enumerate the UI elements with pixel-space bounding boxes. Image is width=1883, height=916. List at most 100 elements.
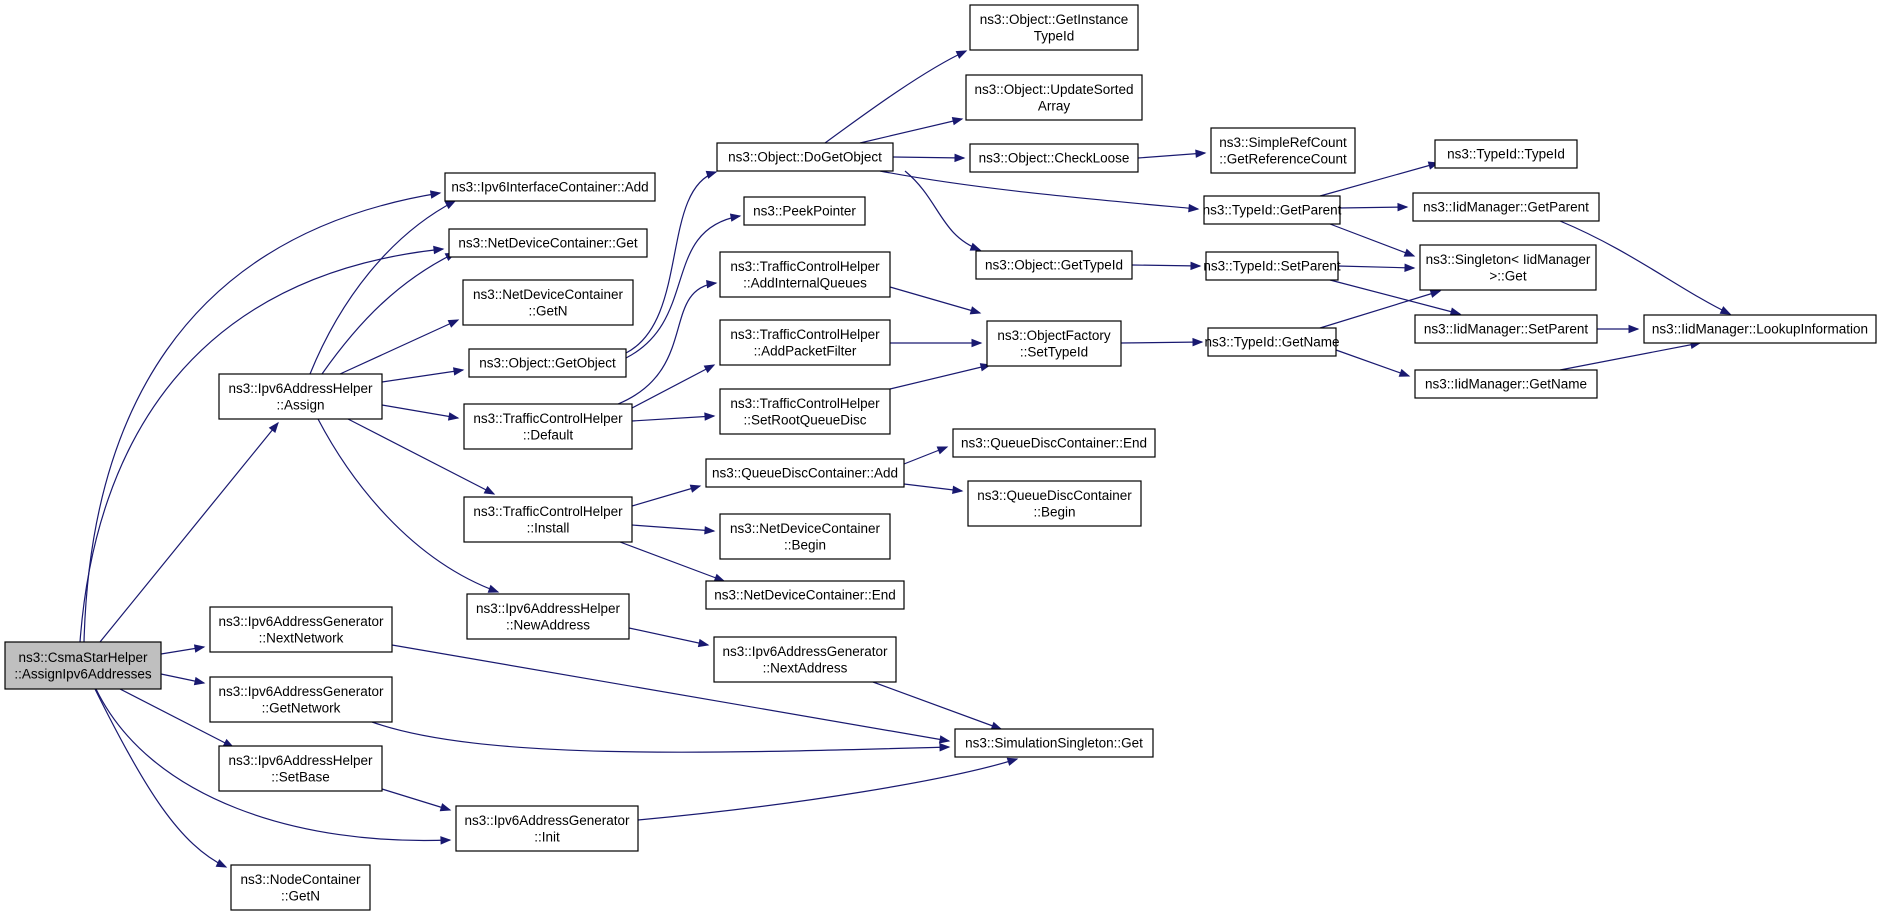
node-ipv6ic-add[interactable]: ns3::Ipv6InterfaceContainer::Add — [444, 172, 656, 202]
edge-line — [309, 200, 456, 375]
node-tch-default[interactable]: ns3::TrafficControlHelper::Default — [463, 403, 633, 450]
node-tid-getparent[interactable]: ns3::TypeId::GetParent — [1203, 195, 1342, 225]
node-label-line: ns3::IidManager::GetParent — [1423, 200, 1589, 215]
edge-tch_default-to-tch_setroot — [631, 412, 716, 422]
node-box — [230, 864, 371, 911]
node-box — [716, 142, 894, 172]
edge-root-to-ipv6ic_add — [83, 190, 442, 643]
node-ndc-getn[interactable]: ns3::NetDeviceContainer::GetN — [462, 279, 634, 326]
node-label-line: ns3::SimpleRefCount — [1219, 135, 1347, 150]
node-ndc-get[interactable]: ns3::NetDeviceContainer::Get — [448, 228, 648, 258]
edge-root-to-ipv6ah_assign — [99, 421, 279, 643]
edge-line — [631, 415, 715, 422]
node-qdc-end[interactable]: ns3::QueueDiscContainer::End — [952, 428, 1156, 458]
edge-arrowhead — [439, 803, 452, 812]
node-simsingleton-get[interactable]: ns3::SimulationSingleton::Get — [954, 728, 1154, 758]
node-box — [466, 593, 630, 640]
edge-arrowhead — [704, 526, 716, 535]
edge-ipv6ah_assign-to-ndc_getn — [339, 319, 460, 375]
edge-tid_getname-to-iid_getname — [1335, 349, 1411, 377]
node-label-line: ns3::SimulationSingleton::Get — [965, 736, 1143, 751]
node-box — [719, 513, 891, 560]
edge-arrowhead — [452, 367, 465, 376]
edge-line — [119, 688, 234, 748]
node-ipv6ah-newaddr[interactable]: ns3::Ipv6AddressHelper::NewAddress — [466, 593, 630, 640]
node-ndc-begin[interactable]: ns3::NetDeviceContainer::Begin — [719, 513, 891, 560]
node-ipv6ag-nextaddr[interactable]: ns3::Ipv6AddressGenerator::NextAddress — [713, 636, 897, 683]
edge-arrowhead — [936, 446, 949, 455]
node-singleton-get[interactable]: ns3::Singleton< IidManager>::Get — [1419, 244, 1597, 291]
edge-ipv6ah_assign-to-ipv6ic_add — [309, 200, 457, 375]
edge-ipv6ah_setbase-to-ipv6ag_init — [381, 788, 452, 812]
edge-obj_gettypeid-to-tid_setparent — [1131, 261, 1202, 271]
node-iid-lookup[interactable]: ns3::IidManager::LookupInformation — [1643, 314, 1877, 344]
node-ipv6ag-nextnet[interactable]: ns3::Ipv6AddressGenerator::NextNetwork — [209, 606, 393, 653]
node-tid-setparent[interactable]: ns3::TypeId::SetParent — [1203, 251, 1341, 281]
node-label-line: ::Assign — [276, 397, 324, 412]
edge-line — [1329, 223, 1415, 257]
node-qdc-begin[interactable]: ns3::QueueDiscContainer::Begin — [967, 480, 1142, 527]
edge-line — [625, 215, 741, 359]
node-label-line: ns3::IidManager::SetParent — [1424, 322, 1589, 337]
node-obj-gettypeid[interactable]: ns3::Object::GetTypeId — [975, 250, 1133, 280]
node-box — [1210, 127, 1356, 174]
node-label-line: ::NextNetwork — [259, 630, 344, 645]
node-tch-setroot[interactable]: ns3::TrafficControlHelper::SetRootQueueD… — [719, 388, 891, 435]
node-iid-getname[interactable]: ns3::IidManager::GetName — [1414, 369, 1598, 399]
node-label-line: ns3::NetDeviceContainer::End — [714, 588, 896, 603]
node-iid-setparent[interactable]: ns3::IidManager::SetParent — [1414, 314, 1598, 344]
edge-line — [859, 118, 963, 144]
node-tch-addinq[interactable]: ns3::TrafficControlHelper::AddInternalQu… — [719, 251, 891, 298]
edge-line — [1329, 279, 1461, 315]
edge-tch_addinq-to-objfact_settid — [889, 286, 982, 315]
node-ipv6ag-getnet[interactable]: ns3::Ipv6AddressGenerator::GetNetwork — [209, 676, 393, 723]
node-nc-getn[interactable]: ns3::NodeContainer::GetN — [230, 864, 371, 911]
node-ipv6ag-init[interactable]: ns3::Ipv6AddressGenerator::Init — [455, 805, 639, 852]
edge-obj_getobject-to-peekpointer — [625, 213, 742, 359]
edge-line — [371, 721, 950, 753]
node-srefcount[interactable]: ns3::SimpleRefCount::GetReferenceCount — [1210, 127, 1356, 174]
node-box — [719, 388, 891, 435]
edge-line — [904, 170, 981, 251]
node-label-line: ns3::Ipv6AddressHelper — [228, 381, 373, 396]
edge-line — [94, 688, 227, 868]
node-obj-getobject[interactable]: ns3::Object::GetObject — [468, 348, 627, 378]
edge-root-to-ipv6ag_init — [95, 688, 452, 845]
node-tid-typeid[interactable]: ns3::TypeId::TypeId — [1434, 139, 1578, 169]
edge-arrowhead — [268, 421, 279, 434]
node-label-line: ns3::Ipv6AddressGenerator — [722, 644, 888, 659]
edge-obj_checkloose-to-srefcount — [1137, 149, 1207, 159]
node-label-line: ::GetReferenceCount — [1219, 151, 1347, 166]
node-ndc-end[interactable]: ns3::NetDeviceContainer::End — [705, 580, 905, 610]
node-label-line: ns3::TypeId::TypeId — [1447, 147, 1565, 162]
node-ipv6ah-assign[interactable]: ns3::Ipv6AddressHelper::Assign — [218, 373, 383, 420]
node-label-line: TypeId — [1034, 28, 1075, 43]
edge-obj_dogetobject-to-obj_gettypeid — [904, 170, 982, 251]
edge-arrowhead — [1190, 261, 1202, 271]
edge-line — [1335, 349, 1410, 377]
node-obj-checkloose[interactable]: ns3::Object::CheckLoose — [969, 143, 1139, 173]
node-iid-getparent[interactable]: ns3::IidManager::GetParent — [1412, 192, 1600, 222]
node-box — [952, 428, 1156, 458]
edge-arrowhead — [954, 153, 966, 163]
node-ipv6ah-setbase[interactable]: ns3::Ipv6AddressHelper::SetBase — [218, 745, 383, 792]
edge-tch_setroot-to-objfact_settid — [889, 363, 992, 390]
node-objfact-settid[interactable]: ns3::ObjectFactory::SetTypeId — [986, 320, 1122, 367]
edge-qdc_add-to-qdc_begin — [903, 483, 964, 495]
edge-arrowhead — [703, 364, 716, 374]
node-root: ns3::CsmaStarHelper::AssignIpv6Addresses — [4, 641, 162, 690]
edge-ipv6ag_nextnet-to-simsingleton_get — [391, 644, 951, 744]
edge-iid_setparent-to-iid_lookup — [1597, 324, 1640, 334]
edge-line — [99, 422, 279, 643]
node-label-line: ns3::TrafficControlHelper — [473, 411, 623, 426]
node-obj-dogetobject[interactable]: ns3::Object::DoGetObject — [716, 142, 894, 172]
node-tid-getname[interactable]: ns3::TypeId::GetName — [1204, 327, 1340, 357]
edge-line — [381, 788, 451, 811]
node-box — [448, 228, 648, 258]
node-tch-install[interactable]: ns3::TrafficControlHelper::Install — [463, 496, 633, 543]
node-tch-addpf[interactable]: ns3::TrafficControlHelper::AddPacketFilt… — [719, 319, 891, 366]
node-peekpointer[interactable]: ns3::PeekPointer — [743, 196, 866, 226]
node-qdc-add[interactable]: ns3::QueueDiscContainer::Add — [705, 458, 905, 488]
